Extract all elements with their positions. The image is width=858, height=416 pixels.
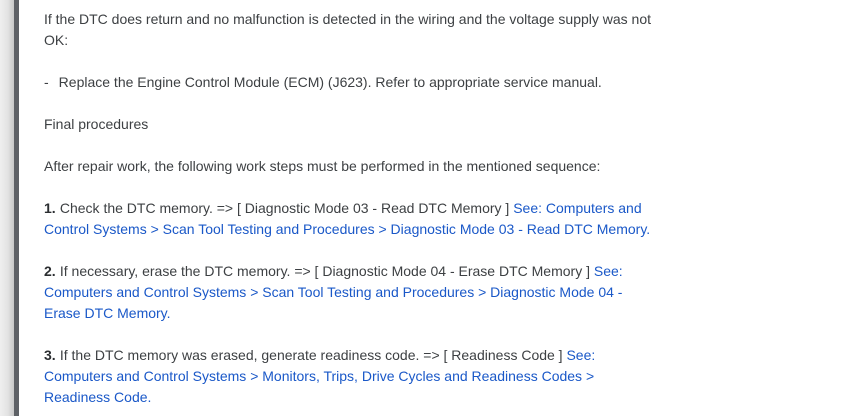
step-1: 1.Check the DTC memory. => [ Diagnostic … xyxy=(44,198,659,240)
step-1-number: 1. xyxy=(44,200,56,216)
step-3: 3.If the DTC memory was erased, generate… xyxy=(44,345,659,408)
step-3-text: If the DTC memory was erased, generate r… xyxy=(59,347,567,363)
paragraph-replace-ecm: -Replace the Engine Control Module (ECM)… xyxy=(44,72,659,93)
step-1-text: Check the DTC memory. => [ Diagnostic Mo… xyxy=(59,200,514,216)
bullet-text: Replace the Engine Control Module (ECM) … xyxy=(58,74,602,90)
see-link-diagnostic-mode-04[interactable]: See: Computers and Control Systems > Sca… xyxy=(44,263,623,321)
bullet-dash: - xyxy=(44,74,49,90)
see-link-diagnostic-mode-03[interactable]: See: Computers and Control Systems > Sca… xyxy=(44,200,651,237)
paragraph-after-repair-intro: After repair work, the following work st… xyxy=(44,158,601,174)
procedure-document: If the DTC does return and no malfunctio… xyxy=(19,0,679,416)
paragraph-final-procedures-heading: Final procedures xyxy=(44,116,149,132)
pane-divider[interactable] xyxy=(14,0,19,416)
step-2-number: 2. xyxy=(44,263,56,279)
paragraph-dtc-return-condition: If the DTC does return and no malfunctio… xyxy=(44,11,652,48)
pane-scrollbar-track xyxy=(0,0,14,416)
step-2: 2.If necessary, erase the DTC memory. =>… xyxy=(44,261,659,324)
step-2-text: If necessary, erase the DTC memory. => [… xyxy=(59,263,594,279)
see-link-readiness-code[interactable]: See: Computers and Control Systems > Mon… xyxy=(44,347,596,405)
step-3-number: 3. xyxy=(44,347,56,363)
